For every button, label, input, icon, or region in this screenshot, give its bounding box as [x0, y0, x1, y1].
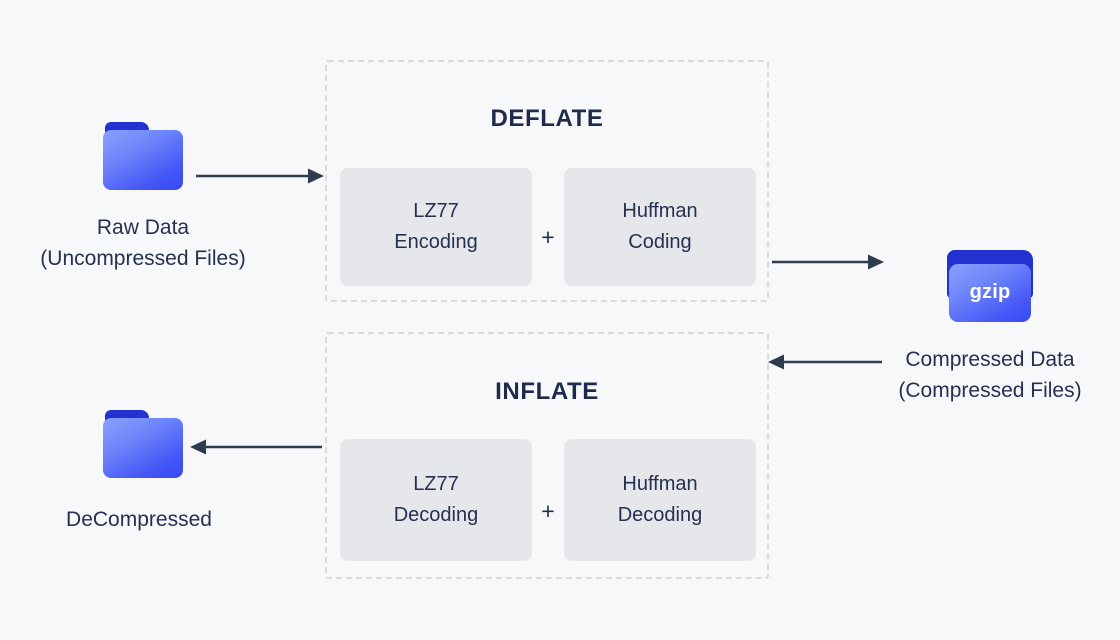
stage-box-lz77-decoding[interactable]: LZ77 Decoding	[340, 439, 532, 561]
stage-box-huffman-coding[interactable]: Huffman Coding	[564, 168, 756, 286]
gzip-folder-tab	[947, 250, 991, 266]
arrow-raw-to-deflate	[196, 168, 324, 184]
group-title-deflate: DEFLATE	[490, 105, 604, 132]
arrow-gzip-to-inflate	[768, 354, 882, 370]
label-decompressed: DeCompressed	[66, 508, 212, 531]
folder-body	[103, 130, 183, 190]
gzip-folder-icon: gzip	[947, 250, 1033, 322]
folder-icon-decompressed	[103, 410, 183, 478]
gzip-label: gzip	[969, 281, 1011, 303]
operator-plus-inflate: +	[541, 498, 555, 524]
group-title-inflate: INFLATE	[495, 378, 599, 405]
operator-plus-deflate: +	[541, 224, 555, 250]
group-deflate: DEFLATE LZ77 Encoding + Huffman Coding	[325, 60, 769, 302]
stage-box-huffman-decoding[interactable]: Huffman Decoding	[564, 439, 756, 561]
gzip-folder-front: gzip	[949, 264, 1031, 322]
arrow-inflate-to-decompressed	[190, 439, 322, 455]
arrow-deflate-to-gzip	[772, 254, 884, 270]
stage-box-lz77-encoding[interactable]: LZ77 Encoding	[340, 168, 532, 286]
label-compressed-data: Compressed Data (Compressed Files)	[898, 348, 1082, 402]
label-raw-data: Raw Data (Uncompressed Files)	[40, 216, 246, 270]
group-inflate: INFLATE LZ77 Decoding + Huffman Decoding	[325, 332, 769, 579]
folder-body	[103, 418, 183, 478]
folder-icon-raw-data	[103, 122, 183, 190]
